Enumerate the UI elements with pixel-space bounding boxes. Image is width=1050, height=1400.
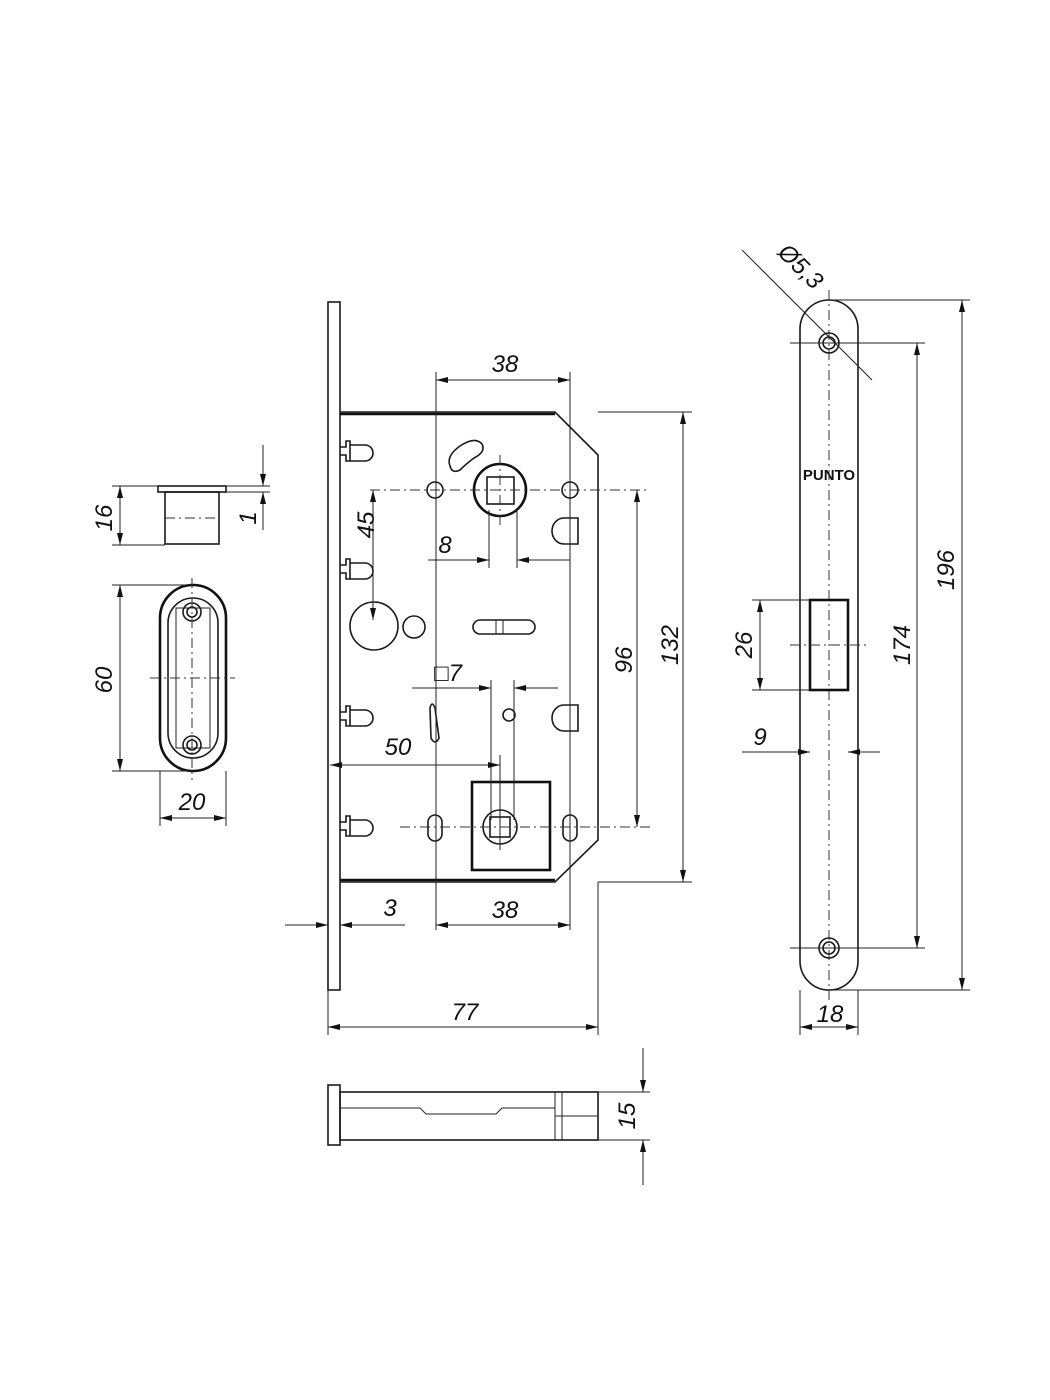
dim-body-height: 132	[657, 625, 684, 665]
dim-strike-top-thickness: 1	[235, 511, 262, 524]
lock-dimension-lines	[285, 372, 692, 1035]
dim-strike-width: 20	[178, 789, 206, 816]
dim-backset: 50	[385, 734, 412, 761]
dim-hole-spacing-top: 38	[492, 351, 519, 378]
dim-faceplate-hole-spacing: 174	[889, 625, 916, 665]
latch-tabs	[340, 440, 374, 837]
dim-faceplate-thickness: 3	[383, 895, 397, 922]
dim-latch-width: 9	[753, 724, 766, 751]
dim-strike-height: 60	[91, 666, 118, 693]
dim-strike-top-height: 16	[91, 504, 118, 531]
cylinder-housing	[470, 780, 552, 872]
dim-hole-spacing-bottom: 38	[492, 897, 519, 924]
dim-hub-center-distance: 96	[611, 646, 638, 673]
strike-plate-top-view	[112, 445, 270, 546]
dim-screw-hole-diameter: Ø5,3	[772, 238, 829, 295]
lock-body-side-view	[327, 301, 650, 991]
dim-body-thickness: 15	[614, 1102, 641, 1129]
dim-body-depth: 77	[452, 999, 480, 1026]
faceplate-front-view	[741, 249, 970, 1035]
dim-faceplate-length: 196	[933, 549, 960, 590]
strike-plate-front-view	[112, 578, 235, 826]
dim-latch-height: 26	[731, 631, 758, 659]
dim-backset-spindle: 45	[353, 511, 380, 538]
lock-bottom-view	[327, 1048, 650, 1185]
dim-spindle-square: 8	[438, 532, 452, 559]
dim-cylinder-square: □7	[434, 660, 463, 687]
dim-faceplate-width: 18	[817, 1001, 844, 1028]
brand-logo: PUNTO	[803, 467, 856, 484]
